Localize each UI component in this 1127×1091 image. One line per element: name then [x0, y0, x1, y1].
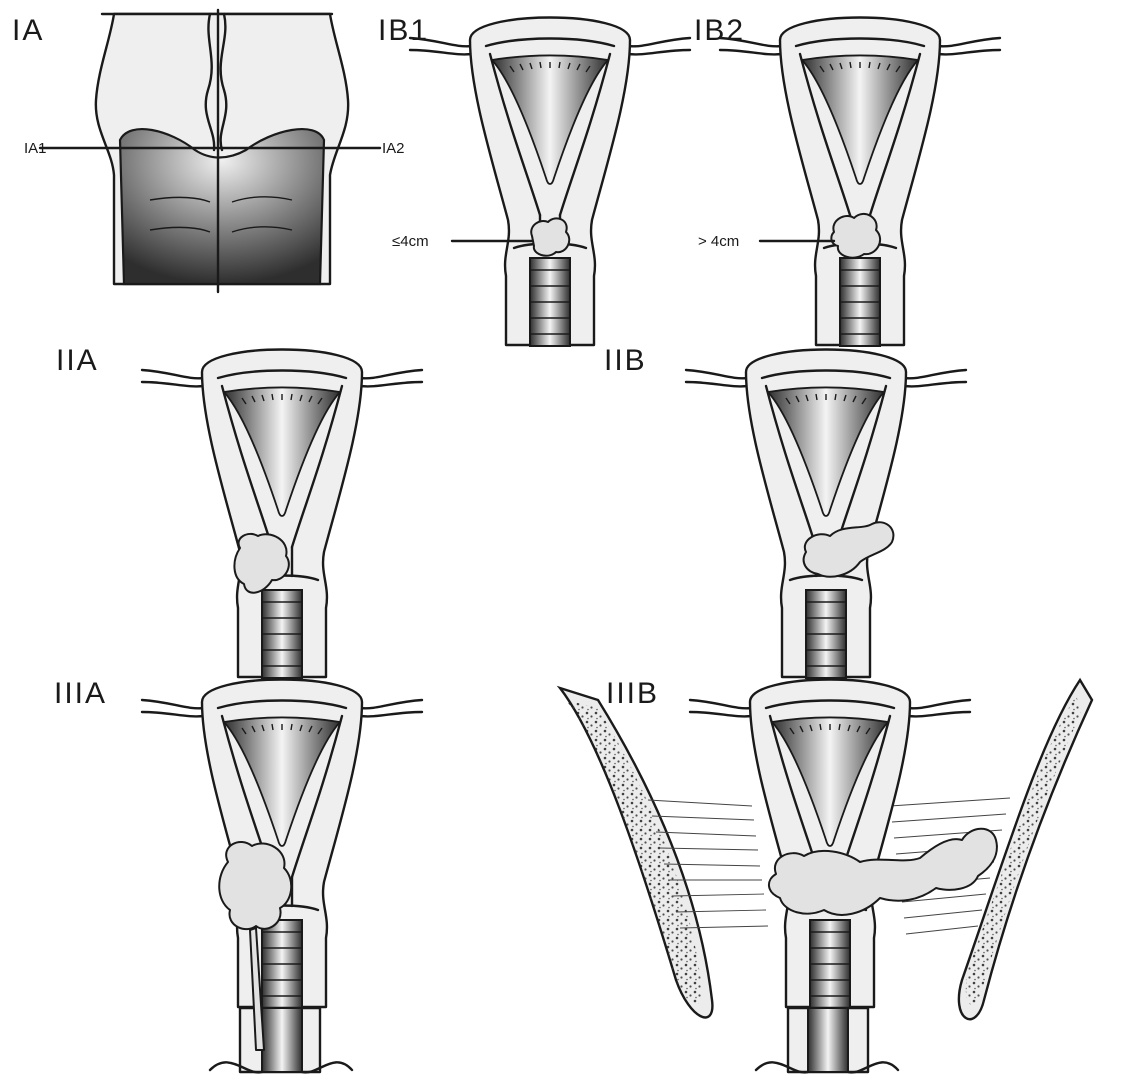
stage-label-iia: IIA: [56, 344, 99, 377]
panel-iiib: IIIB: [560, 677, 1092, 1072]
stage-label-ib1: IB1: [378, 14, 429, 47]
stage-label-ia: IA: [12, 14, 44, 47]
panel-iiia: IIIA: [54, 677, 422, 1072]
tumor-lower-vagina: [219, 842, 291, 929]
panel-iib: IIB: [604, 344, 966, 678]
stage-label-ib2: IB2: [694, 14, 745, 47]
stage-label-ia2: IA2: [382, 140, 405, 157]
panel-ib2: IB2 > 4cm: [694, 14, 1000, 346]
stage-label-ia1: IA1: [24, 140, 47, 157]
stage-label-iiia: IIIA: [54, 677, 107, 710]
stage-label-iiib: IIIB: [606, 677, 659, 710]
tumor-large: [831, 214, 880, 258]
stage-label-iib: IIB: [604, 344, 647, 377]
panel-ib1: IB1 ≤4cm: [378, 14, 690, 346]
tumor-small: [531, 218, 569, 255]
panel-iia: IIA: [56, 344, 422, 678]
size-label-ib1: ≤4cm: [392, 233, 429, 250]
panel-ia: IA IA1 IA2: [12, 10, 405, 292]
size-label-ib2: > 4cm: [698, 233, 739, 250]
